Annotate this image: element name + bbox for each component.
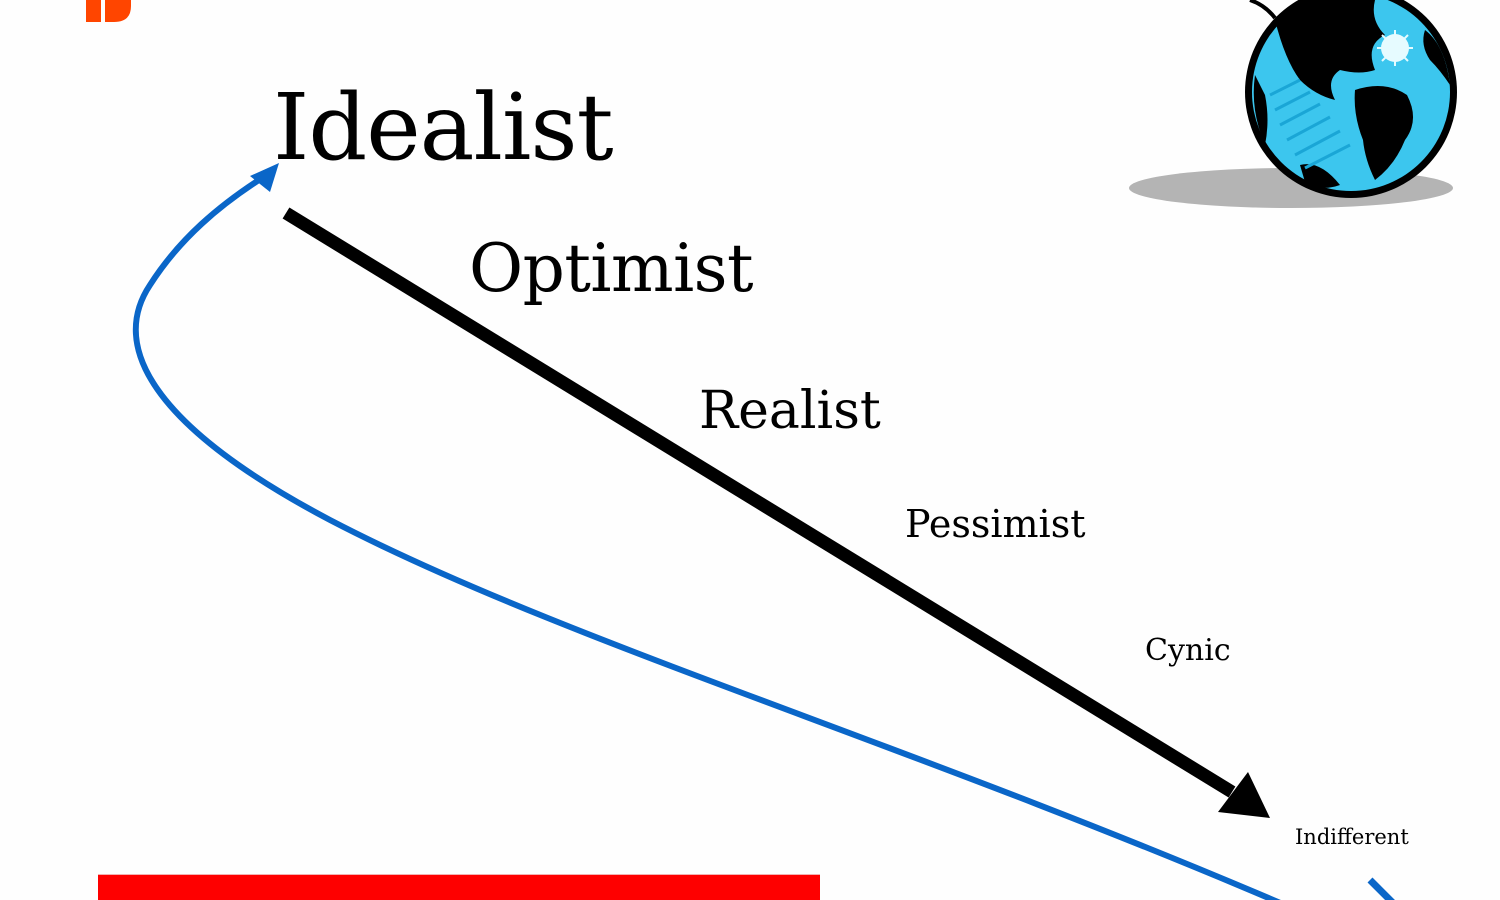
red-banner [98, 874, 820, 900]
return-arrow-icon [132, 163, 1395, 900]
label-cynic: Cynic [1145, 633, 1231, 668]
globe-icon [1129, 0, 1457, 208]
label-optimist: Optimist [469, 230, 754, 307]
label-indifferent: Indifferent [1295, 825, 1409, 849]
logo-icon [86, 0, 131, 22]
label-realist: Realist [699, 381, 881, 441]
label-pessimist: Pessimist [905, 502, 1086, 546]
label-idealist: Idealist [273, 74, 614, 181]
descent-arrow-icon [282, 207, 1270, 818]
